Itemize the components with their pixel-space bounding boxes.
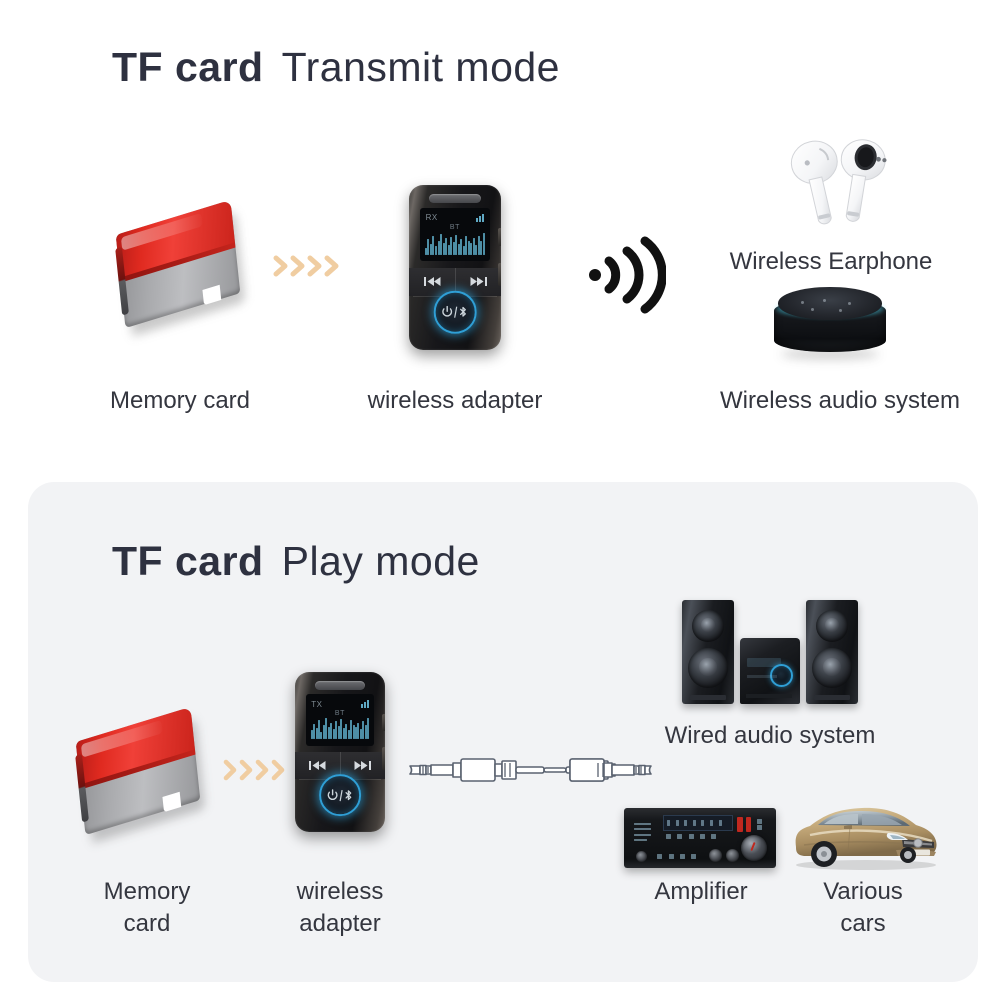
adapter-mode-label: RX xyxy=(425,213,438,223)
microsd-card-icon xyxy=(115,199,246,337)
microsd-card-icon xyxy=(75,706,206,844)
play-mode-title: TF card Play mode xyxy=(112,538,480,585)
equalizer-visualization xyxy=(310,717,370,740)
signal-bars-icon xyxy=(476,213,485,222)
wireless-earbuds-icon xyxy=(775,128,895,236)
title-regular-play-mode: Play mode xyxy=(281,538,480,584)
caption-amplifier: Amplifier xyxy=(654,878,748,905)
signal-bars-icon xyxy=(360,700,369,708)
equalizer-visualization xyxy=(424,231,485,255)
caption-wireless-earphone: Wireless Earphone xyxy=(729,248,933,275)
title-regular-transmit-mode: Transmit mode xyxy=(281,44,560,90)
chevron-arrows-icon xyxy=(222,758,288,782)
title-strong-tf-card-2: TF card xyxy=(112,538,264,584)
chevron-arrows-icon xyxy=(272,253,344,279)
title-strong-tf-card: TF card xyxy=(112,44,264,90)
caption-wireless-audio-system: Wireless audio system xyxy=(719,387,961,414)
power-bluetooth-icon[interactable] xyxy=(319,774,361,817)
caption-wireless-adapter: wireless adapter xyxy=(296,878,384,937)
adapter-protocol-label: BT xyxy=(449,223,461,231)
power-bluetooth-icon[interactable] xyxy=(433,290,477,334)
caption-wireless-adapter: wireless adapter xyxy=(367,387,543,414)
bluetooth-adapter-icon: TX BT xyxy=(295,672,385,832)
wireless-signal-icon xyxy=(584,232,667,323)
caption-memory-card: Memory card xyxy=(109,387,251,414)
caption-wired-audio-system: Wired audio system xyxy=(664,722,876,749)
next-track-icon[interactable] xyxy=(455,267,501,296)
caption-memory-card: Memory card xyxy=(103,878,191,937)
adapter-mode-label: TX xyxy=(311,699,323,709)
adapter-display: RX BT xyxy=(420,208,490,261)
transmit-mode-title: TF card Transmit mode xyxy=(112,44,560,91)
caption-various-cars: Various cars xyxy=(823,878,903,937)
adapter-display: TX BT xyxy=(305,694,375,746)
hifi-speaker-system-icon xyxy=(682,592,858,704)
bluetooth-adapter-icon: RX BT xyxy=(409,185,501,350)
car-icon xyxy=(784,795,946,871)
adapter-protocol-label: BT xyxy=(334,709,346,717)
aux-cable-icon xyxy=(404,748,654,797)
amplifier-icon xyxy=(624,808,776,868)
smart-speaker-icon xyxy=(774,286,886,360)
